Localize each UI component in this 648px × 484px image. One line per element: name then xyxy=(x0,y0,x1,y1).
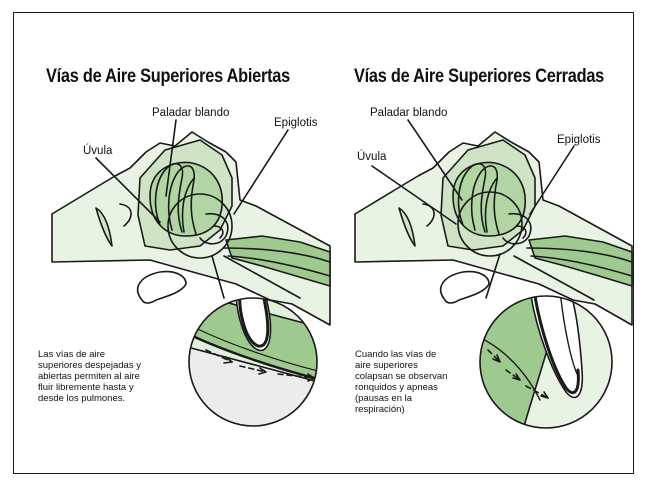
caption-open-airway: Las vías de aire superiores despejadas y… xyxy=(38,349,141,404)
caption-closed-airway: Cuando las vías de aire superiores colap… xyxy=(355,349,447,415)
